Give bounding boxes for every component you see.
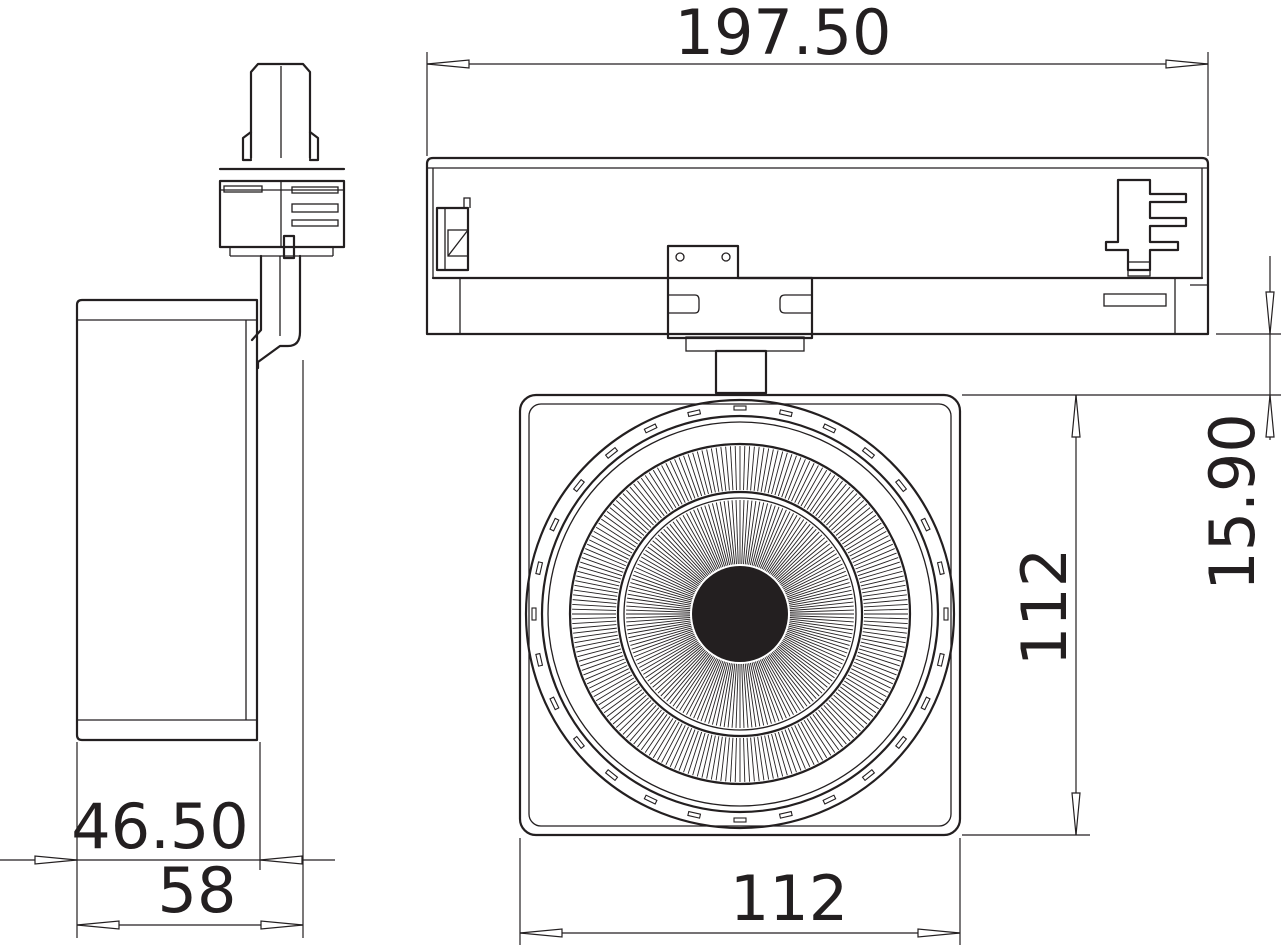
dimension-adapter-offset <box>1216 256 1281 440</box>
side-body <box>75 298 259 742</box>
head-height-label: 112 <box>1008 548 1081 666</box>
side-total-depth-label: 58 <box>158 854 237 927</box>
reflector-fins <box>572 446 908 782</box>
side-dimensions <box>0 360 335 938</box>
side-view: 46.50 58 <box>0 62 346 938</box>
front-track-housing <box>425 156 1210 336</box>
front-left-clamp <box>435 197 471 272</box>
dimension-head-width <box>519 838 961 945</box>
adapter-offset-label: 15.90 <box>1196 413 1269 591</box>
bezel-notches <box>531 405 949 823</box>
side-adapter-plug <box>218 62 346 260</box>
front-view: 197.50 112 15.90 112 <box>425 0 1281 945</box>
front-right-contacts <box>1104 178 1188 277</box>
dimension-head-height <box>962 394 1281 836</box>
dimension-total-width <box>426 52 1209 156</box>
side-arm <box>250 254 302 370</box>
front-center-adapter <box>666 244 814 395</box>
side-body-depth-label: 46.50 <box>71 790 249 863</box>
head-width-label: 112 <box>730 862 848 935</box>
front-lamp-head <box>518 393 962 837</box>
total-width-label: 197.50 <box>675 0 892 69</box>
lamp-center <box>692 566 788 662</box>
